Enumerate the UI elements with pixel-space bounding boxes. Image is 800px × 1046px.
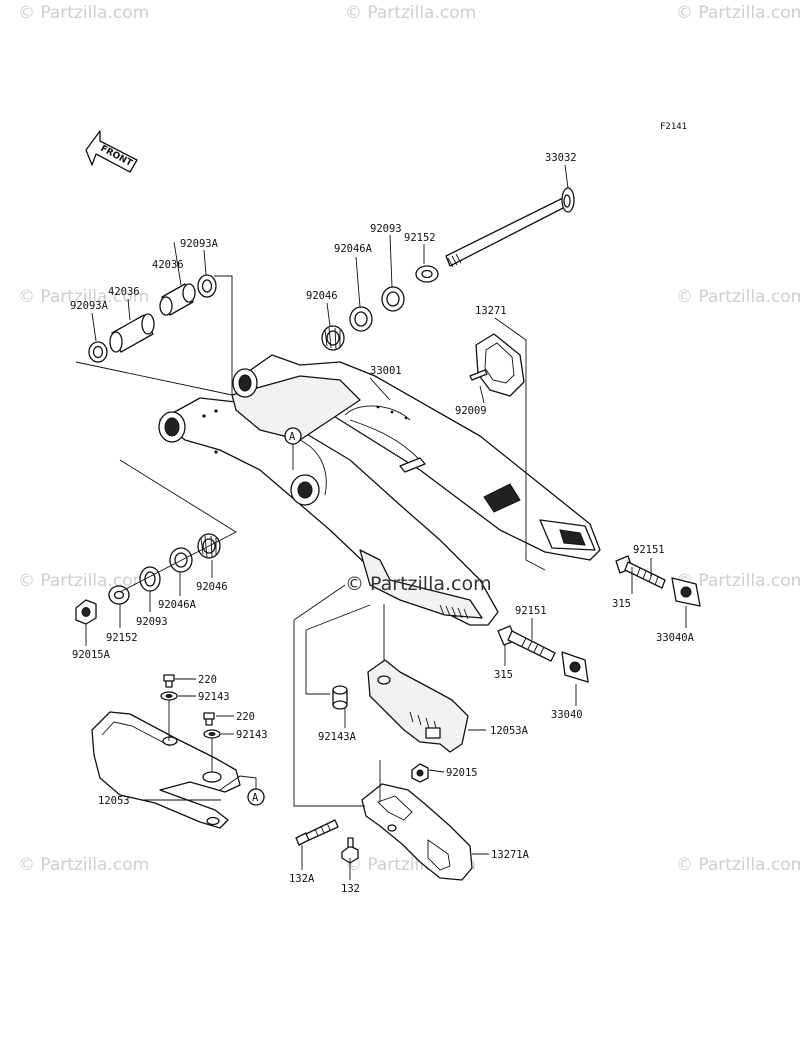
part-label[interactable]: 33040A — [656, 632, 695, 644]
watermark-layer: © Partzilla.com © Partzilla.com © Partzi… — [18, 3, 800, 875]
part-label[interactable]: 92143A — [318, 731, 357, 743]
part-label[interactable]: 92093 — [370, 223, 402, 235]
part-label[interactable]: 92152 — [404, 232, 436, 244]
needle-bearing-92046-top — [321, 325, 345, 351]
washer-92143-a — [160, 691, 178, 701]
watermark: © Partzilla.com — [345, 3, 476, 23]
part-label[interactable]: 92151 — [633, 544, 665, 556]
center-watermark: © Partzilla.com — [345, 573, 492, 595]
part-label[interactable]: 92015 — [446, 767, 478, 779]
part-label[interactable]: 132 — [341, 883, 360, 895]
part-label[interactable]: 92143 — [236, 729, 268, 741]
lower-bearing-stack — [75, 533, 221, 625]
chain-slider-12053 — [91, 711, 241, 829]
part-label[interactable]: 92046A — [334, 243, 373, 255]
front-arrow-icon: FRONT — [85, 130, 138, 173]
part-label[interactable]: 92046 — [306, 290, 338, 302]
part-label[interactable]: 92143 — [198, 691, 230, 703]
part-labels: 33032 92093A 42036 42036 92093A 92152 92… — [70, 152, 695, 895]
part-label[interactable]: 220 — [198, 674, 217, 686]
part-label[interactable]: 92009 — [455, 405, 487, 417]
chain-adjuster-upper — [615, 555, 701, 607]
part-label[interactable]: 42036 — [108, 286, 140, 298]
part-label[interactable]: 92046A — [158, 599, 197, 611]
left-pivot-bushings — [88, 274, 217, 363]
part-label[interactable]: 92093A — [180, 238, 219, 250]
bolt-132 — [341, 837, 359, 864]
swingarm-33001 — [158, 354, 601, 626]
chain-adjuster-lower — [497, 625, 589, 683]
chain-guide-12053A — [367, 659, 469, 753]
part-label[interactable]: 92015A — [72, 649, 111, 661]
leader-lines — [75, 164, 687, 880]
part-label[interactable]: 33032 — [545, 152, 577, 164]
part-label[interactable]: 92046 — [196, 581, 228, 593]
part-label[interactable]: 220 — [236, 711, 255, 723]
part-label[interactable]: 92151 — [515, 605, 547, 617]
chain-guard-13271 — [469, 333, 525, 397]
callout-a-upper: A — [284, 427, 302, 445]
bolt-132A — [295, 819, 339, 846]
diagram-code: F2141 — [660, 122, 687, 132]
watermark: © Partzilla.com — [18, 287, 149, 307]
watermark: © Partzilla.com — [18, 3, 149, 23]
part-label[interactable]: 12053 — [98, 795, 130, 807]
part-label[interactable]: 92093 — [136, 616, 168, 628]
nut-92015 — [411, 763, 429, 783]
chain-guide-13271A — [361, 783, 473, 881]
upper-bearing-stack — [321, 265, 439, 351]
nut-92015A — [75, 599, 97, 625]
bolt-220-a — [163, 674, 175, 688]
swingarm-pivot-shaft — [445, 187, 575, 268]
callout-a-lower: A — [247, 788, 265, 806]
part-label[interactable]: 315 — [612, 598, 631, 610]
watermark: © Partzilla.com — [18, 855, 149, 875]
part-label[interactable]: 315 — [494, 669, 513, 681]
washer-92143-b — [203, 729, 221, 739]
watermark: © Partzilla.com — [676, 571, 800, 591]
part-label[interactable]: 33040 — [551, 709, 583, 721]
callout-a-label: A — [252, 792, 259, 804]
part-label[interactable]: 12053A — [490, 725, 529, 737]
part-label[interactable]: 33001 — [370, 365, 402, 377]
part-label[interactable]: 13271A — [491, 849, 530, 861]
watermark: © Partzilla.com — [18, 571, 149, 591]
callout-a-label: A — [289, 431, 296, 443]
collar-92143A — [332, 685, 348, 710]
part-label[interactable]: 13271 — [475, 305, 507, 317]
watermark: © Partzilla.com — [676, 287, 800, 307]
part-label[interactable]: 42036 — [152, 259, 184, 271]
watermark: © Partzilla.com — [676, 3, 800, 23]
bolt-220-b — [203, 712, 215, 726]
watermark: © Partzilla.com — [676, 855, 800, 875]
part-label[interactable]: 132A — [289, 873, 315, 885]
part-label[interactable]: 92093A — [70, 300, 109, 312]
part-label[interactable]: 92152 — [106, 632, 138, 644]
